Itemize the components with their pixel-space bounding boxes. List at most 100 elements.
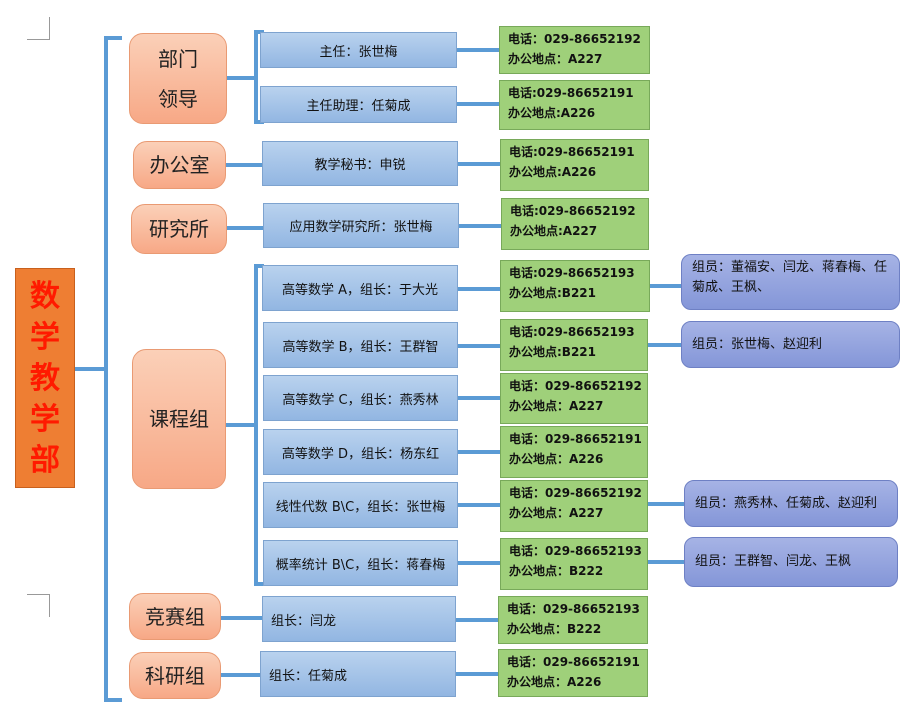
unit-connector bbox=[458, 344, 500, 348]
category-label: 科研组 bbox=[145, 663, 205, 688]
category-label: 办公室 bbox=[149, 153, 210, 177]
contact-box: 电话：029-86652193 办公地点：B222 bbox=[500, 538, 648, 590]
unit-connector bbox=[459, 224, 501, 228]
members-connector bbox=[648, 560, 684, 564]
category-label: 竞赛组 bbox=[145, 604, 205, 629]
contact-office: 办公地点:A227 bbox=[510, 223, 598, 238]
unit-box: 概率统计 B\C，组长：蒋春梅 bbox=[263, 540, 458, 586]
unit-connector bbox=[458, 396, 500, 400]
unit-label: 高等数学 B，组长：王群智 bbox=[282, 339, 439, 355]
category-institute: 研究所 bbox=[131, 204, 227, 254]
contact-box: 电话:029-86652191 办公地点:A226 bbox=[500, 139, 649, 191]
members-connector bbox=[650, 284, 681, 288]
contact-office: 办公地点：B222 bbox=[509, 563, 604, 578]
contact-office: 办公地点：A227 bbox=[509, 398, 604, 413]
research-connector bbox=[221, 673, 261, 677]
leaders-brace-bottom bbox=[254, 120, 264, 124]
category-label: 部门 领导 bbox=[158, 46, 198, 111]
contact-office: 办公地点：A227 bbox=[509, 505, 604, 520]
category-leaders: 部门 领导 bbox=[129, 33, 227, 124]
contact-office: 办公地点:B221 bbox=[509, 285, 596, 300]
contact-phone: 电话：029-86652191 bbox=[509, 432, 642, 446]
page-corner-mark bbox=[27, 594, 50, 617]
contact-office: 办公地点：A227 bbox=[508, 51, 603, 66]
root-connector bbox=[75, 367, 107, 371]
main-brace-top bbox=[104, 36, 122, 40]
main-brace-bottom bbox=[104, 698, 122, 702]
members-label: 组员：董福安、闫龙、蒋春梅、任菊成、王枫、 bbox=[692, 260, 888, 295]
unit-connector bbox=[458, 503, 500, 507]
page-corner-mark bbox=[27, 17, 50, 40]
contact-phone: 电话：029-86652192 bbox=[508, 32, 641, 46]
contact-box: 电话：029-86652193 办公地点：B222 bbox=[498, 596, 648, 644]
unit-label: 主任助理：任菊成 bbox=[306, 99, 411, 114]
members-connector bbox=[648, 502, 684, 506]
course-brace-bottom bbox=[254, 582, 264, 586]
members-box: 组员：董福安、闫龙、蒋春梅、任菊成、王枫、 bbox=[681, 254, 900, 310]
contact-box: 电话：029-86652192 办公地点：A227 bbox=[499, 26, 650, 74]
unit-box: 主任助理：任菊成 bbox=[260, 86, 457, 123]
unit-connector bbox=[457, 102, 499, 106]
contact-phone: 电话:029-86652191 bbox=[508, 86, 634, 100]
category-label: 研究所 bbox=[149, 217, 209, 241]
members-label: 组员：燕秀林、任菊成、赵迎利 bbox=[695, 495, 878, 511]
root-node: 数学教学部 bbox=[15, 268, 75, 488]
category-label: 课程组 bbox=[149, 407, 209, 431]
contact-phone: 电话:029-86652193 bbox=[509, 325, 635, 339]
unit-label: 组长：闫龙 bbox=[271, 613, 337, 629]
competition-connector bbox=[221, 616, 263, 620]
unit-connector bbox=[456, 672, 498, 676]
category-office: 办公室 bbox=[133, 141, 226, 189]
members-label: 组员：张世梅、赵迎利 bbox=[692, 336, 823, 352]
unit-box: 高等数学 C，组长：燕秀林 bbox=[263, 375, 458, 421]
unit-connector bbox=[458, 162, 500, 166]
unit-label: 教学秘书：申锐 bbox=[314, 158, 406, 173]
office-connector bbox=[226, 163, 262, 167]
course-brace bbox=[254, 264, 258, 586]
members-connector bbox=[648, 343, 681, 347]
contact-office: 办公地点:A226 bbox=[509, 164, 597, 179]
contact-box: 电话：029-86652191 办公地点：A226 bbox=[498, 649, 648, 697]
unit-box: 应用数学研究所：张世梅 bbox=[263, 203, 459, 248]
contact-phone: 电话:029-86652192 bbox=[510, 204, 636, 218]
unit-connector bbox=[458, 287, 500, 291]
root-title: 数学教学部 bbox=[30, 278, 60, 478]
unit-box: 组长：任菊成 bbox=[260, 651, 456, 697]
main-brace bbox=[104, 36, 108, 702]
unit-box: 高等数学 B，组长：王群智 bbox=[263, 322, 458, 368]
contact-box: 电话：029-86652192 办公地点：A227 bbox=[500, 373, 648, 424]
unit-connector bbox=[456, 618, 498, 622]
unit-label: 高等数学 D，组长：杨东红 bbox=[281, 446, 440, 462]
leaders-connector bbox=[227, 76, 257, 80]
contact-office: 办公地点:A226 bbox=[508, 105, 596, 120]
contact-box: 电话：029-86652191 办公地点：A226 bbox=[500, 426, 648, 478]
contact-box: 电话:029-86652192 办公地点:A227 bbox=[501, 198, 649, 250]
unit-label: 高等数学 A，组长：于大光 bbox=[281, 282, 439, 298]
unit-label: 概率统计 B\C，组长：蒋春梅 bbox=[275, 557, 446, 573]
members-box: 组员：王群智、闫龙、王枫 bbox=[684, 537, 898, 587]
contact-phone: 电话:029-86652191 bbox=[509, 145, 635, 159]
contact-office: 办公地点：B222 bbox=[507, 621, 602, 636]
contact-box: 电话：029-86652192 办公地点：A227 bbox=[500, 480, 648, 532]
contact-phone: 电话:029-86652193 bbox=[509, 266, 635, 280]
unit-label: 主任：张世梅 bbox=[319, 44, 398, 60]
contact-box: 电话:029-86652193 办公地点:B221 bbox=[500, 319, 648, 371]
unit-box: 高等数学 A，组长：于大光 bbox=[262, 265, 458, 311]
contact-office: 办公地点：A226 bbox=[507, 674, 602, 689]
unit-connector bbox=[458, 561, 500, 565]
contact-phone: 电话：029-86652192 bbox=[509, 379, 642, 393]
unit-label: 线性代数 B\C，组长：张世梅 bbox=[275, 499, 446, 515]
unit-box: 高等数学 D，组长：杨东红 bbox=[263, 429, 458, 475]
leaders-brace bbox=[254, 30, 258, 124]
unit-label: 应用数学研究所：张世梅 bbox=[289, 220, 433, 235]
category-competition: 竞赛组 bbox=[129, 593, 221, 640]
contact-phone: 电话：029-86652192 bbox=[509, 486, 642, 500]
contact-box: 电话:029-86652191 办公地点:A226 bbox=[499, 80, 650, 130]
category-research: 科研组 bbox=[129, 652, 221, 699]
unit-box: 主任：张世梅 bbox=[260, 32, 457, 68]
unit-box: 教学秘书：申锐 bbox=[262, 141, 458, 186]
unit-label: 高等数学 C，组长：燕秀林 bbox=[282, 392, 439, 408]
contact-office: 办公地点:B221 bbox=[509, 344, 596, 359]
course-connector bbox=[226, 423, 257, 427]
members-box: 组员：燕秀林、任菊成、赵迎利 bbox=[684, 480, 898, 527]
